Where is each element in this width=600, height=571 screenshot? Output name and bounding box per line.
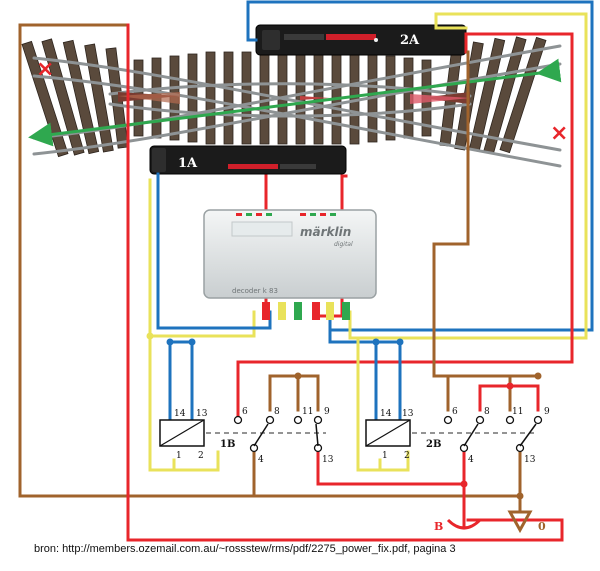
relay-2b-c9: 9 (544, 407, 550, 417)
relay-2b-pin-1: 1 (382, 451, 388, 461)
drive-1a-label: 1A (178, 156, 198, 171)
drive-1a: 1A (149, 145, 347, 175)
relay-1b-contacts (233, 415, 323, 453)
decoder-terminals (262, 302, 350, 320)
relay-2b-pin-2: 2 (404, 451, 410, 461)
relay-2b: 14 13 1 2 2B 6 8 11 9 4 13 (365, 407, 550, 465)
wire-brown-relay1-8 (268, 374, 320, 412)
drive-2a: 2A (255, 24, 467, 56)
route-arrow (28, 58, 562, 147)
relay-1b-pin-14: 14 (174, 409, 186, 419)
relay-2b-pin-14: 14 (380, 409, 392, 419)
relay-2b-contacts (443, 415, 543, 453)
wire-blue-feed-2 (328, 328, 402, 344)
track-b-symbol (446, 510, 482, 530)
relay-2b-c13: 13 (524, 455, 536, 465)
supply-zero-label: 0 (538, 520, 546, 533)
relay-1b-c8: 8 (274, 407, 280, 417)
wire-red-outer (126, 23, 564, 542)
decoder-model: decoder k 83 (232, 287, 278, 295)
ground-zero-symbol (507, 510, 533, 534)
supply-b-label: B (434, 520, 443, 533)
wires (18, 0, 594, 542)
relay-1b-pin-2: 2 (198, 451, 204, 461)
wire-yellow-to-relay2 (348, 336, 410, 472)
supply-terminals: B 0 (434, 510, 546, 534)
wire-red-relay1-13 (316, 450, 466, 486)
relay-1b-pin-1: 1 (176, 451, 182, 461)
wire-yellow-1a (148, 178, 256, 338)
relay-1b-name: 1B (220, 439, 235, 450)
wire-yellow-to-relay1 (148, 334, 220, 472)
decoder-brand: märklin (300, 225, 351, 239)
source-caption: bron: http://members.ozemail.com.au/~ros… (34, 543, 456, 555)
decoder-sub: digital (334, 241, 353, 248)
relay-2b-c6: 6 (452, 407, 458, 417)
relay-1b-c4: 4 (258, 455, 264, 465)
relay-2b-pin-13: 13 (402, 409, 414, 419)
relay-1b-c6: 6 (242, 407, 248, 417)
wire-brown-right (432, 50, 540, 378)
double-slip-switch-track: × × (21, 36, 568, 168)
relay-2b-c4: 4 (468, 455, 474, 465)
junction-dots (146, 332, 542, 500)
relay-1b-pin-13: 13 (196, 409, 208, 419)
relay-1b: 14 13 1 2 1B 6 8 11 9 4 13 (159, 407, 334, 465)
blocked-mark-right: × (550, 121, 568, 146)
relay-1b-c11: 11 (302, 407, 313, 417)
relay-1b-c13: 13 (322, 455, 334, 465)
relay-1b-c9: 9 (324, 407, 330, 417)
decoder-leds (236, 213, 336, 216)
relay-2b-c11: 11 (512, 407, 523, 417)
blocked-mark-left: × (36, 57, 54, 82)
switch-blades (118, 92, 470, 104)
relay-2b-c8: 8 (484, 407, 490, 417)
relay-2b-name: 2B (426, 439, 441, 450)
wire-brown-outer (18, 23, 522, 498)
decoder-k83: märklin digital decoder k 83 (203, 209, 377, 320)
drive-2a-label: 2A (400, 33, 420, 48)
